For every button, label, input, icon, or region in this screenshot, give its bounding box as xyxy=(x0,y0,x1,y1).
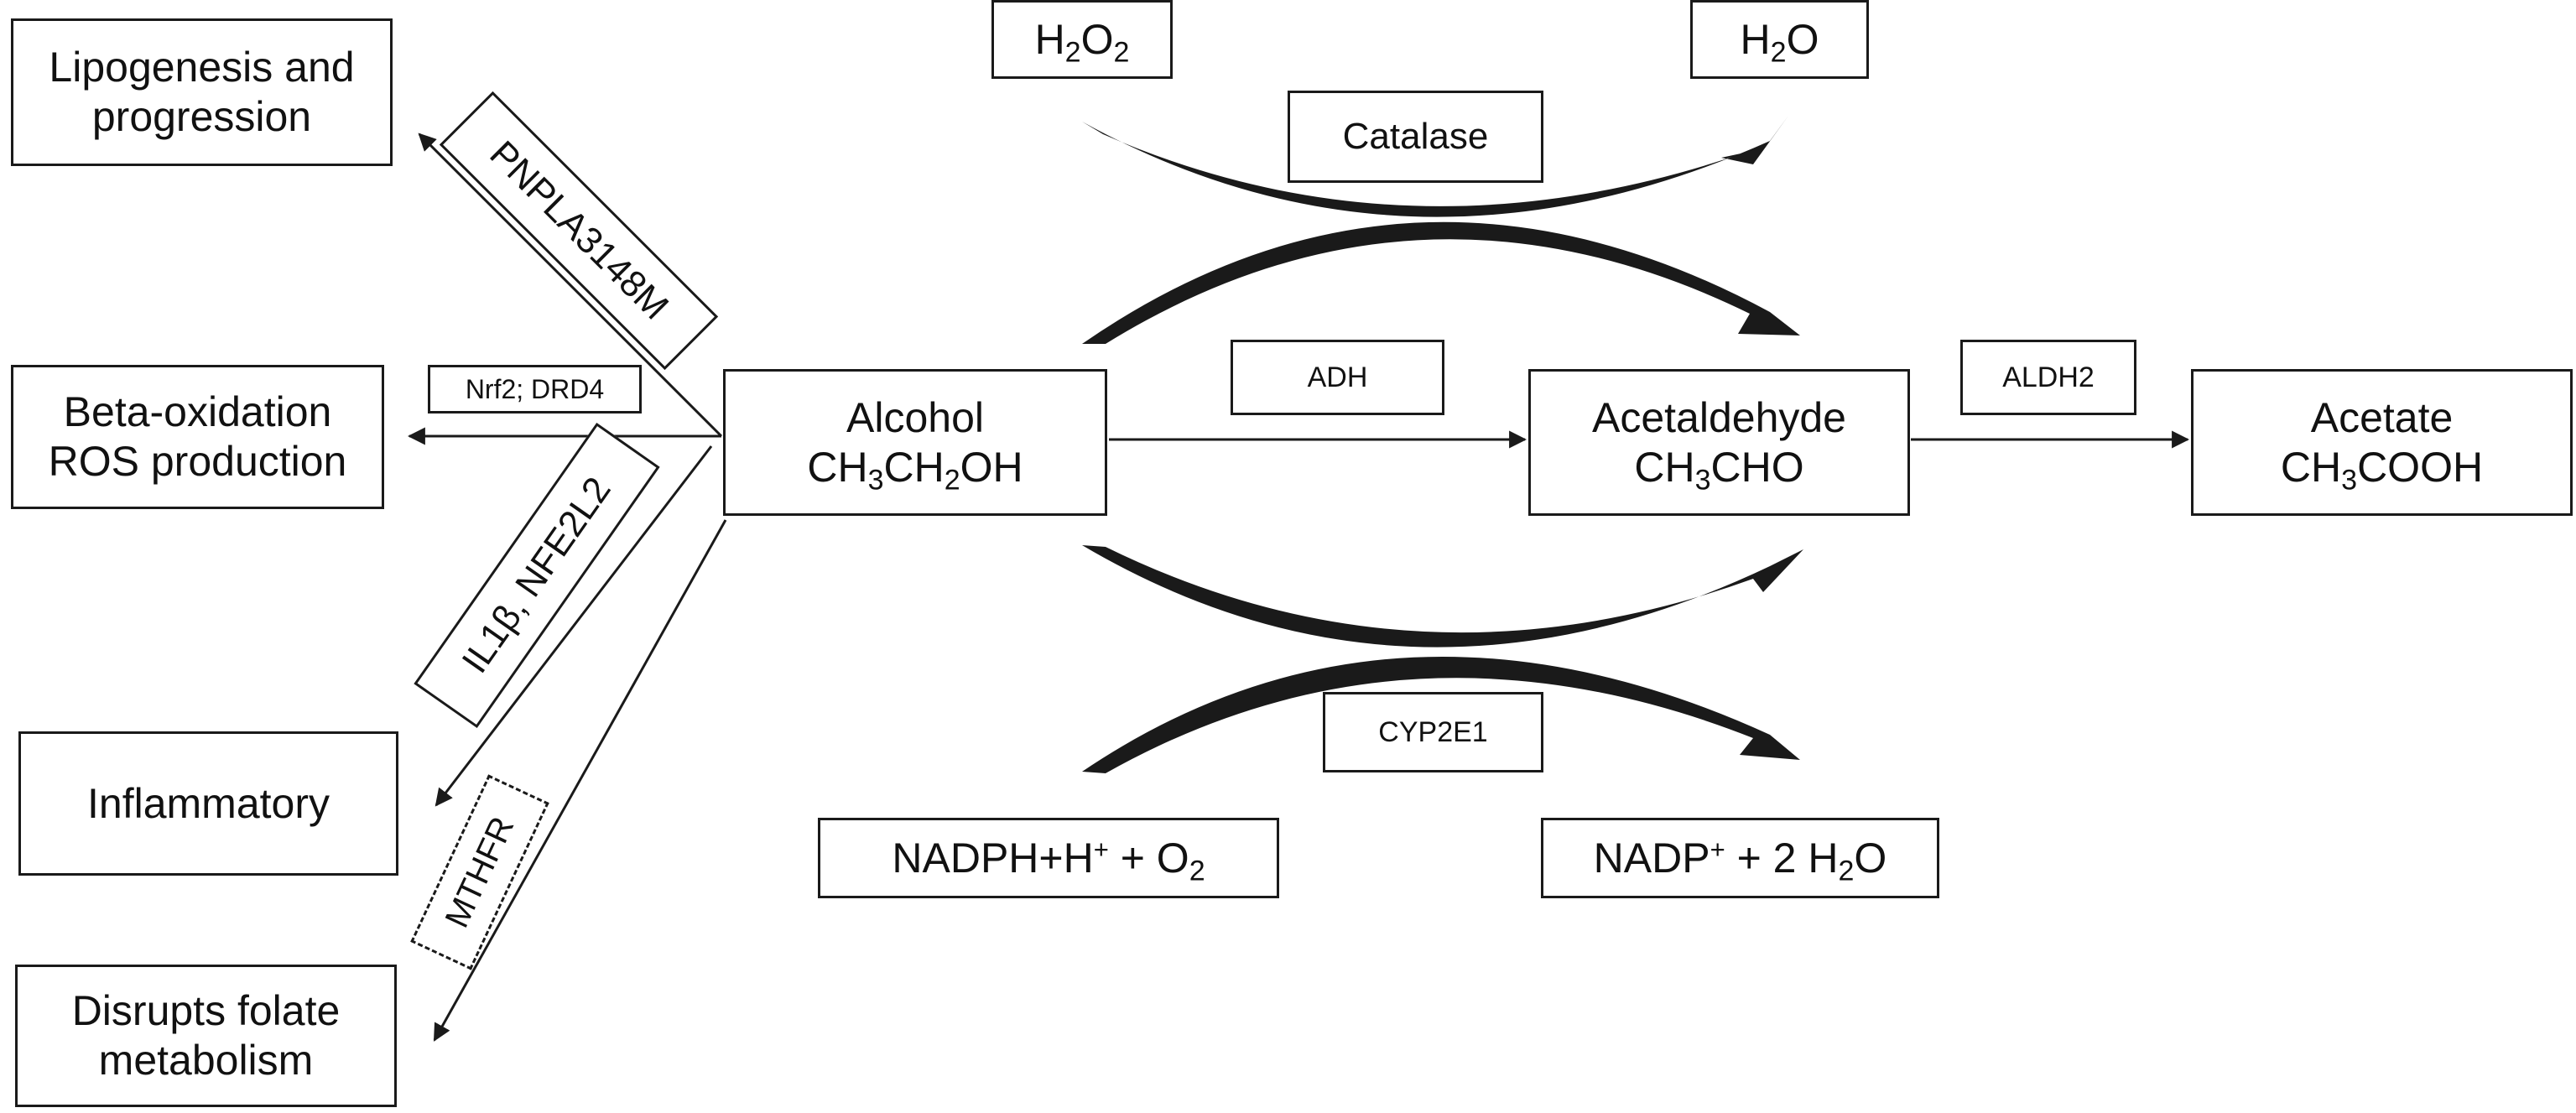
acetate-name: Acetate xyxy=(2310,393,2454,441)
beta-oxidation-line-1: Beta-oxidation xyxy=(63,388,332,435)
gene-nrf2-drd4-label: Nrf2; DRD4 xyxy=(465,373,605,404)
cyp2e1-label: CYP2E1 xyxy=(1378,715,1488,748)
h2o2-label: H2O2 xyxy=(1034,15,1130,69)
acetaldehyde-formula: CH3CHO xyxy=(1634,443,1804,497)
lipogenesis-box: Lipogenesis and progression xyxy=(11,18,393,166)
catalase-main-curve xyxy=(1082,221,1800,344)
folate-line-2: metabolism xyxy=(98,1037,314,1084)
inflammatory-box: Inflammatory xyxy=(18,731,398,876)
nadph-label: NADPH+H+ + O2 xyxy=(892,834,1205,887)
acetate-formula: CH3COOH xyxy=(2280,443,2484,497)
h2o-label: H2O xyxy=(1740,15,1819,69)
nadp-box: NADP+ + 2 H2O xyxy=(1541,818,1939,898)
acetaldehyde-name: Acetaldehyde xyxy=(1591,393,1846,441)
aldh2-label: ALDH2 xyxy=(2002,361,2095,393)
lipogenesis-line-2: progression xyxy=(91,93,312,140)
folate-box: Disrupts folate metabolism xyxy=(15,965,397,1107)
nadph-box: NADPH+H+ + O2 xyxy=(818,818,1279,898)
cyp2e1-box: CYP2E1 xyxy=(1323,692,1543,772)
folate-line-1: Disrupts folate xyxy=(71,987,341,1034)
lipogenesis-line-1: Lipogenesis and xyxy=(49,44,355,91)
catalase-box: Catalase xyxy=(1288,91,1543,183)
arrow-to-inflammatory xyxy=(435,445,713,807)
arrow-to-folate xyxy=(433,519,727,1042)
alcohol-formula: CH3CH2OH xyxy=(807,443,1023,497)
catalase-label: Catalase xyxy=(1342,116,1489,158)
beta-oxidation-box: Beta-oxidation ROS production xyxy=(11,365,384,509)
alcohol-name: Alcohol xyxy=(846,393,984,441)
adh-label: ADH xyxy=(1307,361,1368,393)
inflammatory-label: Inflammatory xyxy=(87,779,330,827)
cyp2e1-cofactor-curve xyxy=(1082,656,1800,773)
aldh2-box: ALDH2 xyxy=(1960,340,2136,415)
gene-nrf2-drd4-tag: Nrf2; DRD4 xyxy=(428,365,642,413)
acetate-box: Acetate CH3COOH xyxy=(2191,369,2573,516)
cyp2e1-main-curve xyxy=(1082,545,1803,648)
beta-oxidation-line-2: ROS production xyxy=(48,438,347,485)
h2o-box: H2O xyxy=(1690,0,1869,79)
acetaldehyde-box: Acetaldehyde CH3CHO xyxy=(1528,369,1910,516)
catalase-cofactor-curve xyxy=(1082,116,1788,217)
nadp-label: NADP+ + 2 H2O xyxy=(1593,834,1887,887)
alcohol-box: Alcohol CH3CH2OH xyxy=(723,369,1107,516)
h2o2-box: H2O2 xyxy=(991,0,1173,79)
arrow-to-lipogenesis xyxy=(418,133,723,438)
adh-box: ADH xyxy=(1231,340,1444,415)
